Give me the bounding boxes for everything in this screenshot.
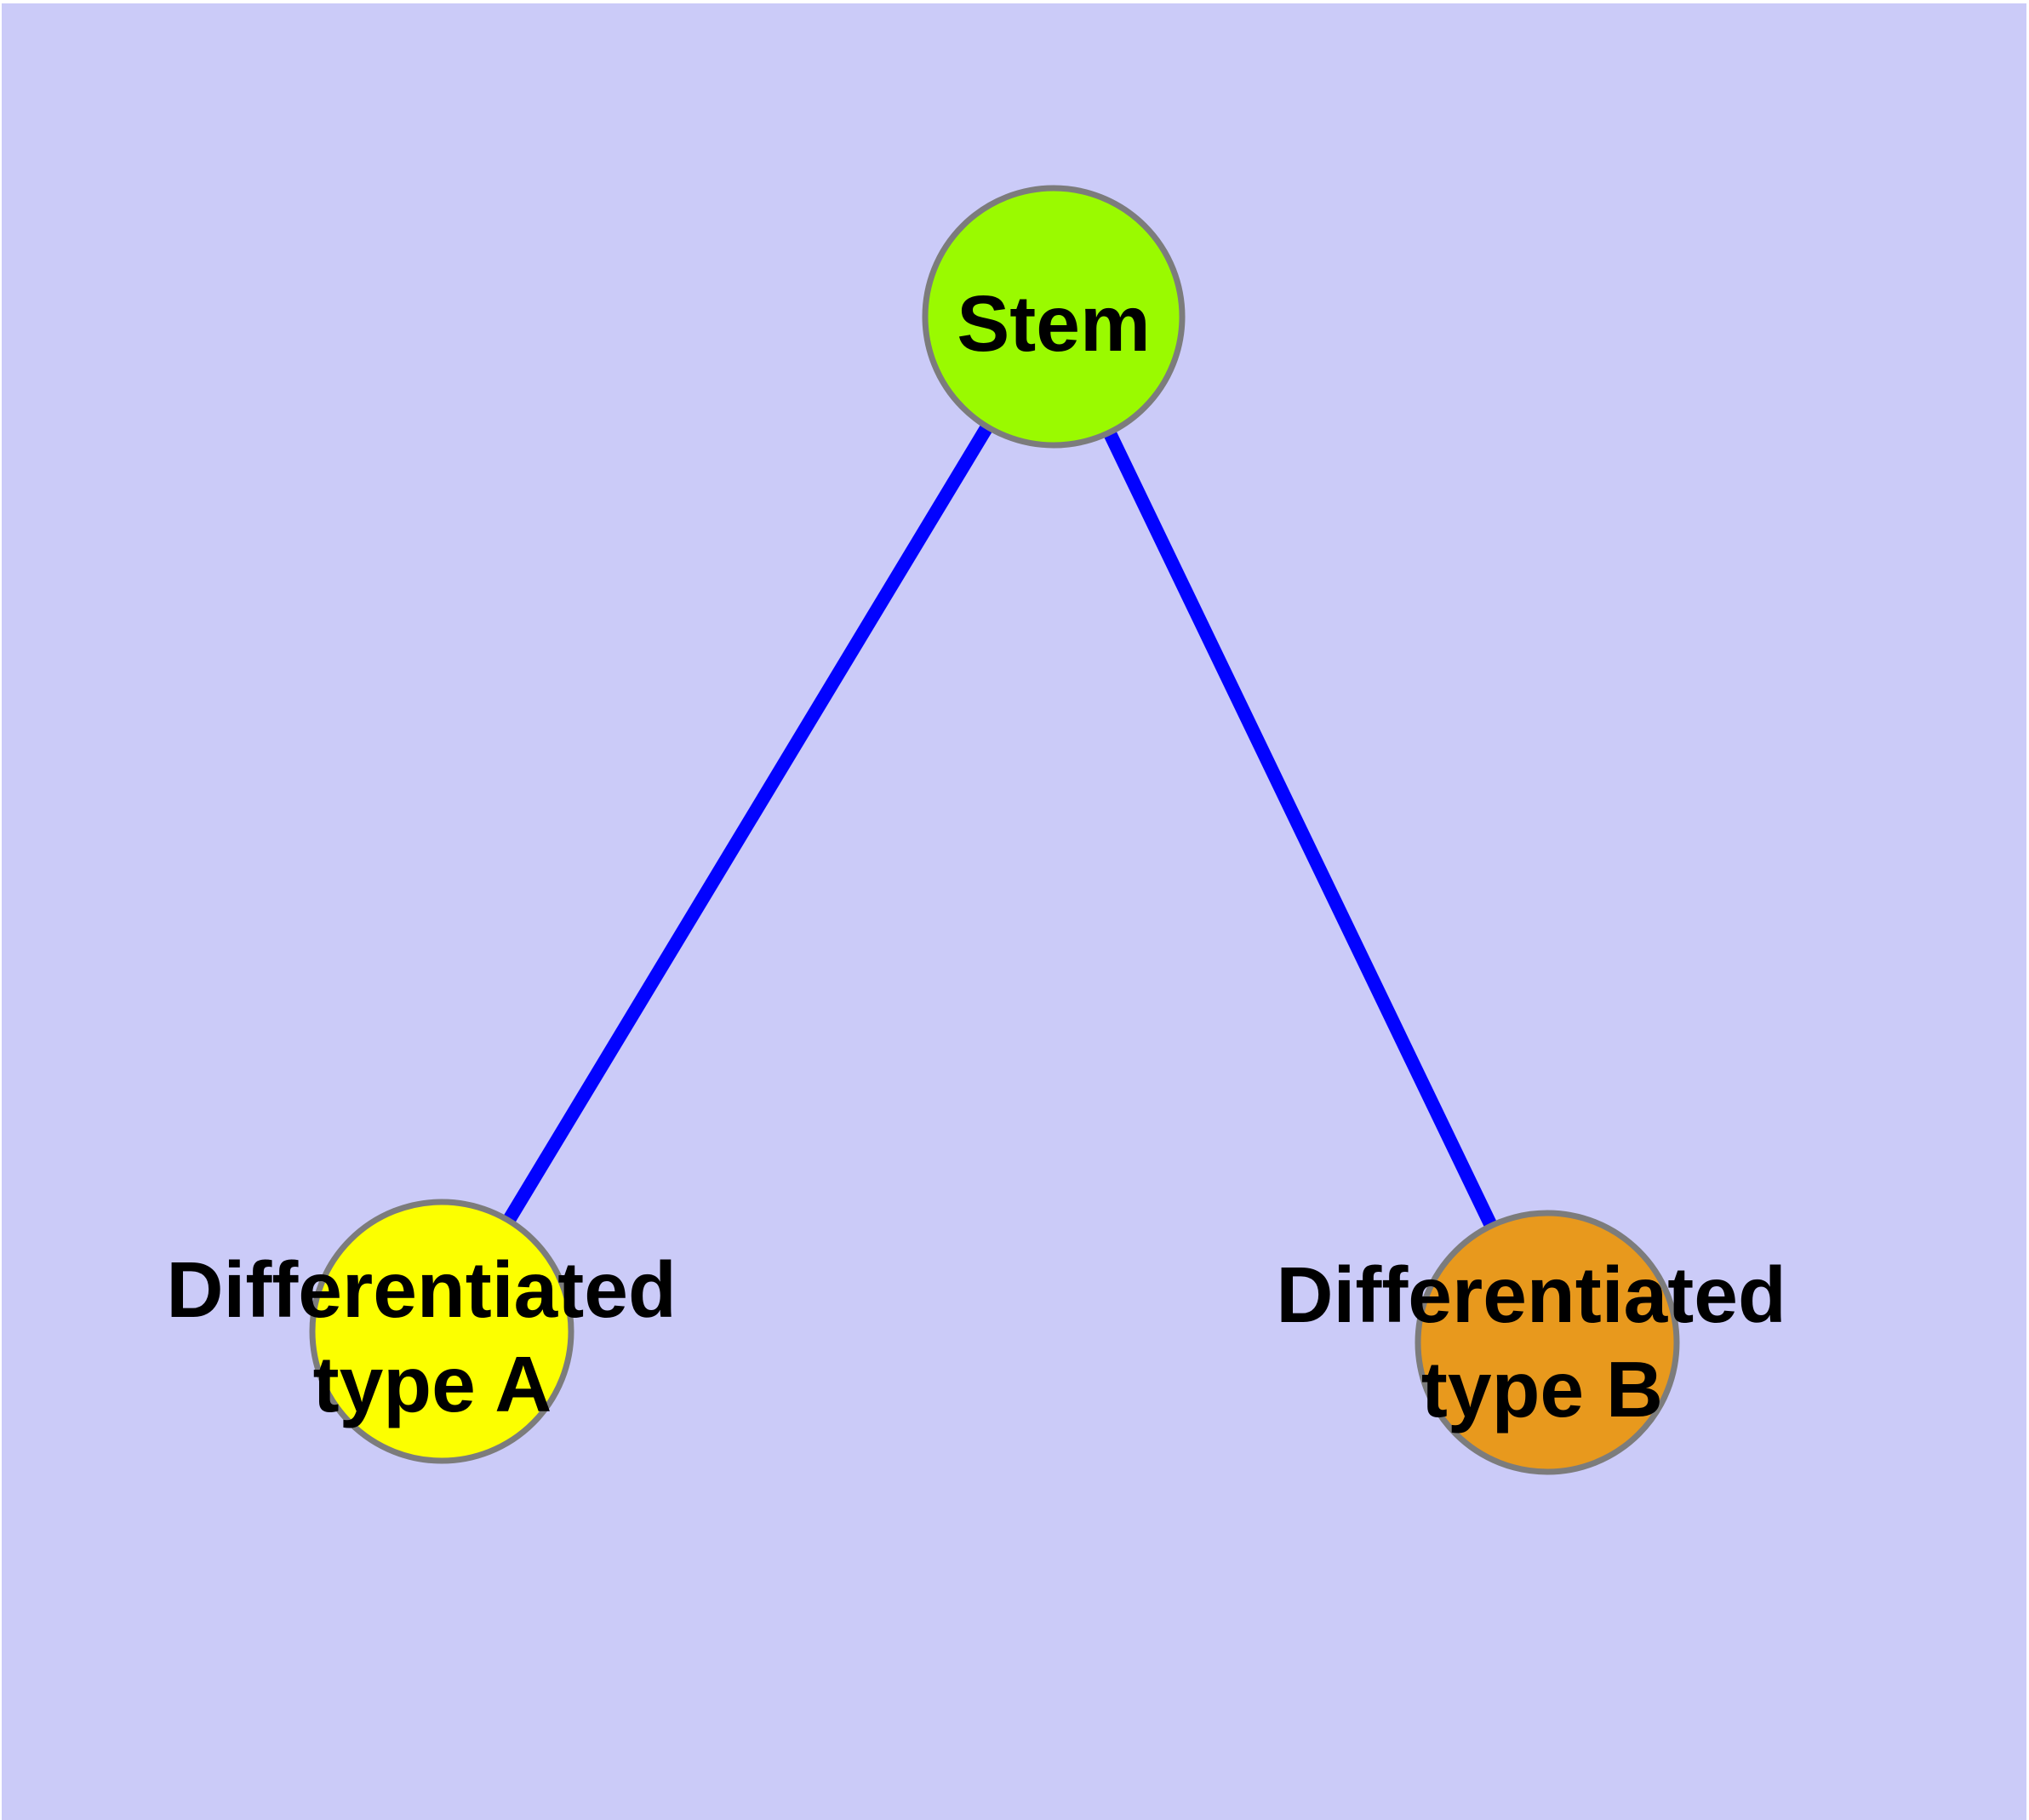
node-type-a-label-line-1: Differentiated	[166, 1245, 676, 1334]
node-type-b-label: Differentiated type B	[1276, 1251, 1808, 1434]
node-type-a-circle	[309, 1199, 574, 1464]
edge-stem-to-type-a	[436, 312, 1060, 1336]
node-stem-circle	[922, 185, 1186, 449]
node-type-b-label-line-2: type B	[1421, 1345, 1663, 1434]
node-type-b-label-line-1: Differentiated	[1276, 1251, 1786, 1339]
node-stem-label: Stem	[957, 279, 1150, 368]
edge-stem-to-type-b	[1047, 313, 1554, 1346]
node-type-b-circle	[1415, 1210, 1680, 1475]
node-type-a-label: Differentiated type A	[166, 1245, 698, 1428]
node-type-a-label-line-2: type A	[313, 1340, 552, 1428]
